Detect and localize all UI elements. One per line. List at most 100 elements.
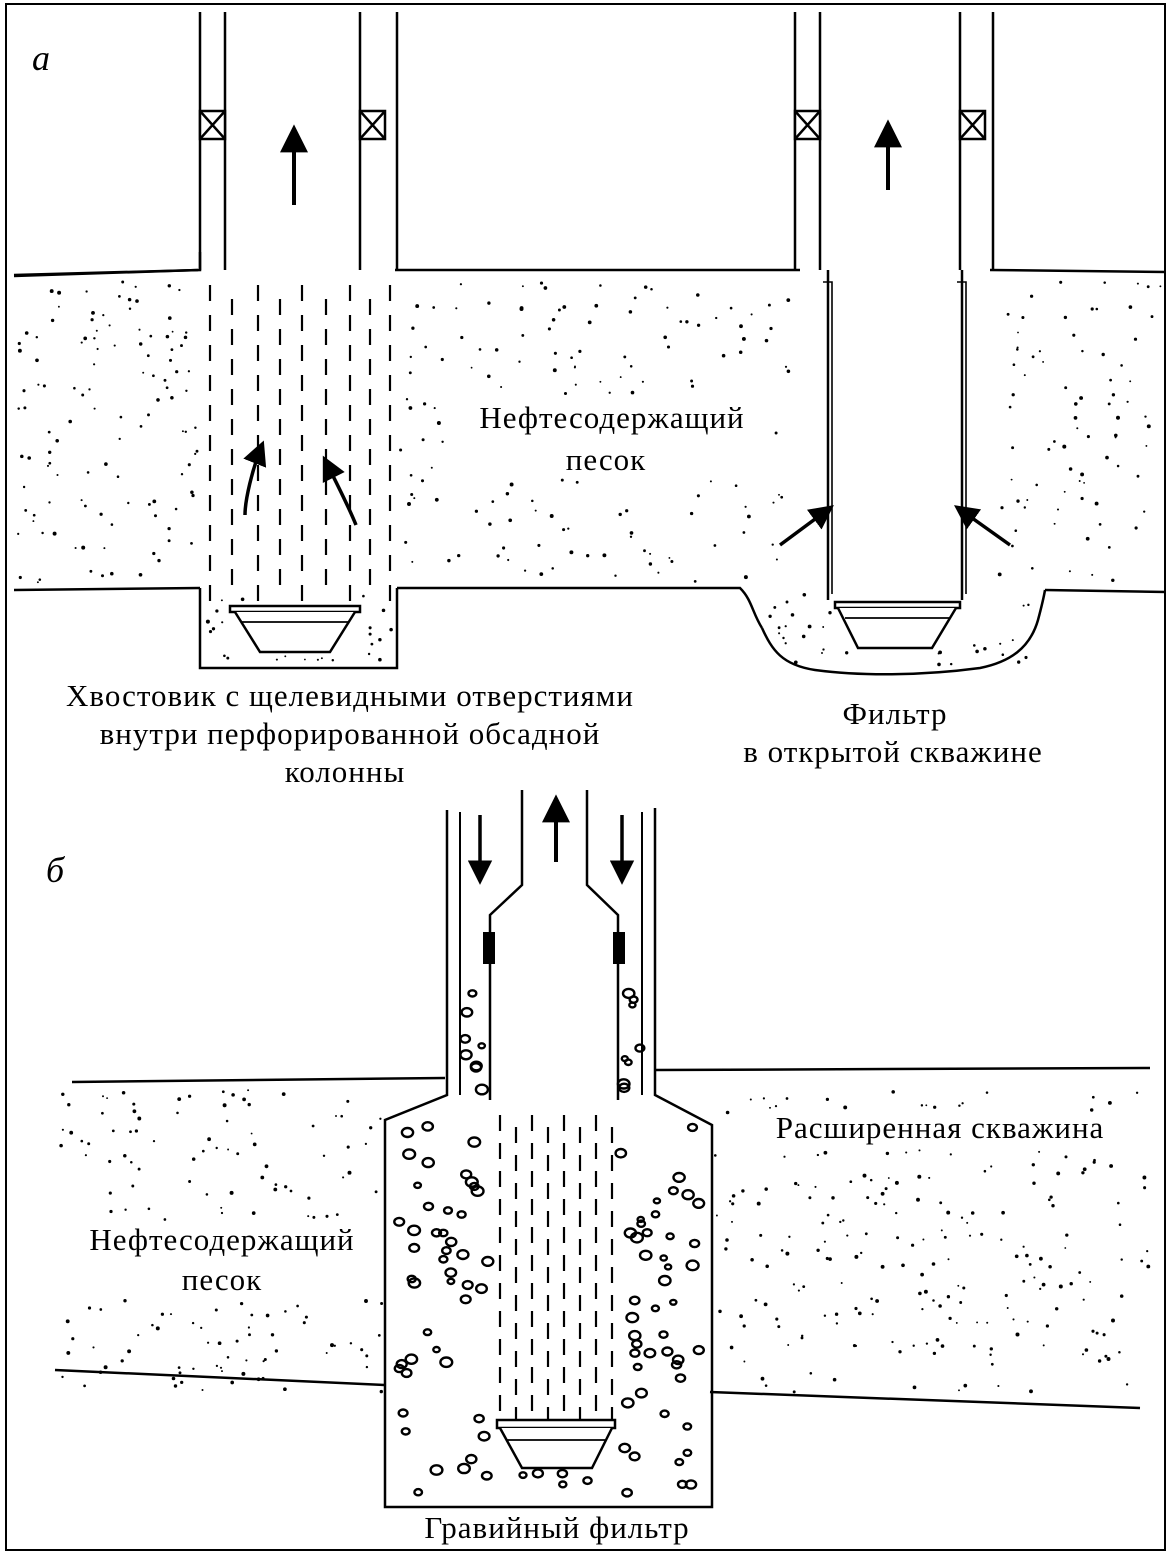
- gravel-grain: [460, 1006, 474, 1018]
- sand-grain: [1030, 566, 1034, 570]
- sand-grain: [1024, 655, 1028, 660]
- sand-grain: [1105, 455, 1109, 460]
- sand-grain: [92, 1346, 95, 1349]
- sand-grain: [89, 569, 93, 573]
- sand-grain: [180, 473, 184, 476]
- sand-grain: [895, 1211, 898, 1215]
- sand-grain: [1097, 1359, 1102, 1363]
- gravel-grain: [665, 1232, 675, 1241]
- sand-grain: [958, 1104, 961, 1107]
- gravel-grain: [650, 1210, 661, 1219]
- sand-grain: [69, 1130, 74, 1135]
- sand-grain: [894, 1180, 899, 1185]
- sand-grain: [725, 1238, 729, 1242]
- wire-wrap-coil: [823, 281, 833, 594]
- sand-grain: [880, 1191, 885, 1196]
- sand-grain: [32, 520, 35, 523]
- sand-grain: [190, 542, 193, 545]
- sand-grain: [1039, 1287, 1042, 1291]
- sand-grain: [379, 1117, 382, 1120]
- gravel-grain: [459, 1294, 472, 1305]
- sand-grain: [330, 1343, 334, 1348]
- sand-grain: [870, 1297, 873, 1301]
- casing-inner-b: [459, 812, 643, 1095]
- gravel-grain: [400, 1367, 413, 1379]
- sand-grain: [55, 439, 59, 443]
- sand-grain: [887, 1177, 890, 1179]
- sand-grain: [307, 1215, 310, 1218]
- sand-grain: [1000, 506, 1004, 510]
- sand-grain: [1095, 1331, 1099, 1335]
- sand-grain: [342, 1176, 345, 1179]
- sand-grain: [362, 594, 365, 598]
- sand-grain: [1129, 380, 1132, 383]
- sand-grain: [163, 1218, 167, 1221]
- sand-grain: [137, 1334, 140, 1337]
- gravel-grain: [408, 1242, 421, 1254]
- sand-grain: [1083, 482, 1085, 484]
- sand-grain: [1017, 331, 1019, 334]
- sand-grain: [455, 307, 458, 310]
- sand-grain: [221, 621, 224, 624]
- sand-grain: [108, 1159, 112, 1164]
- sand-grain: [116, 475, 120, 478]
- sand-grain: [1056, 508, 1060, 511]
- sand-grain: [131, 1184, 135, 1188]
- sand-grain: [152, 499, 157, 504]
- sand-grain: [73, 386, 76, 390]
- sand-grain: [629, 365, 633, 368]
- sand-grain: [768, 614, 772, 618]
- sand-grain: [797, 1184, 800, 1187]
- sand-grain: [1142, 1175, 1147, 1180]
- left-packer-left: [198, 109, 227, 141]
- sand-grain: [557, 308, 561, 312]
- sand-grain: [1031, 355, 1035, 359]
- sand-grain: [521, 285, 524, 288]
- sand-grain: [18, 575, 22, 580]
- sand-grain: [211, 627, 216, 631]
- sand-grain: [574, 383, 577, 386]
- sand-grain: [106, 1097, 109, 1100]
- sand-grain: [567, 527, 570, 530]
- sand-grain: [1128, 305, 1133, 309]
- sand-grain: [1090, 307, 1094, 311]
- sand-grain: [1001, 1210, 1005, 1215]
- gravel-grain: [457, 1462, 472, 1475]
- sand-grain: [496, 554, 500, 558]
- sand-grain: [163, 378, 167, 382]
- sand-grain: [843, 1105, 848, 1110]
- sand-grain: [273, 1187, 278, 1192]
- sand-grain: [1056, 1171, 1061, 1176]
- sand-grain: [750, 1258, 754, 1262]
- sand-grain: [772, 501, 775, 504]
- sand-grain: [797, 1289, 800, 1292]
- sand-grain: [247, 1102, 251, 1107]
- sand-grain: [488, 522, 492, 526]
- sand-grain: [1106, 1357, 1111, 1361]
- sand-grain: [37, 383, 40, 386]
- sand-grain: [547, 327, 551, 331]
- sand-grain: [1006, 312, 1010, 316]
- sand-grain: [160, 1312, 165, 1316]
- sand-grain: [340, 1114, 344, 1118]
- sand-grain: [1025, 1253, 1029, 1258]
- sand-grain: [151, 1323, 154, 1327]
- sand-grain: [214, 1308, 218, 1312]
- sand-grain: [88, 388, 91, 391]
- sand-grain: [111, 1129, 115, 1133]
- sand-grain: [912, 1344, 915, 1347]
- sand-grain: [1098, 523, 1102, 526]
- sand-grain: [715, 1214, 718, 1217]
- gravel-grain: [393, 1363, 405, 1374]
- sand-grain: [302, 1321, 306, 1325]
- sand-grain: [17, 341, 21, 346]
- sand-grain: [1048, 1265, 1052, 1269]
- sand-grain: [744, 505, 747, 508]
- sand-bottom-boundary-a-right: [1044, 588, 1167, 594]
- sand-grain: [110, 571, 114, 576]
- sand-grain: [103, 1365, 108, 1370]
- sand-grain: [447, 558, 451, 563]
- sand-grain: [147, 502, 151, 506]
- sand-grain: [725, 1110, 730, 1115]
- sand-grain: [177, 1366, 181, 1369]
